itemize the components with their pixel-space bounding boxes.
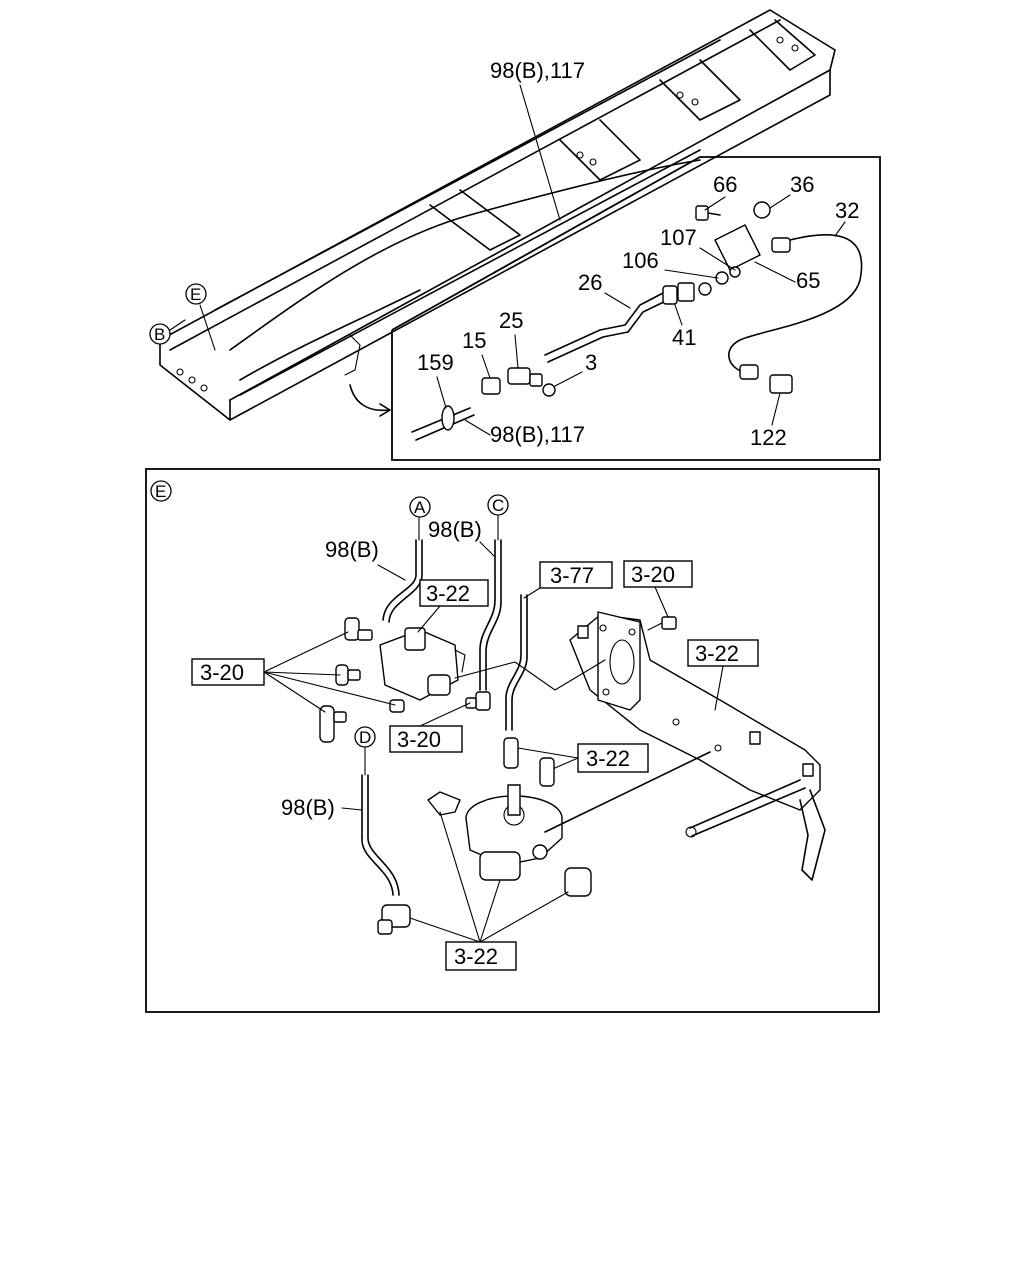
- callout-3-22-bracket: 3-22: [687, 639, 759, 711]
- svg-text:3-22: 3-22: [426, 581, 470, 606]
- svg-text:A: A: [414, 498, 426, 517]
- svg-text:3-22: 3-22: [695, 641, 739, 666]
- svg-text:E: E: [155, 482, 166, 501]
- grommet-159: [411, 405, 475, 441]
- inset-detail: 66 36 32 107 106 65 26 25 41 15 159 3 98…: [391, 156, 881, 461]
- marker-d: D: [354, 726, 400, 896]
- label-3: 3: [585, 350, 597, 375]
- hose-label-d: 98(B): [281, 795, 363, 820]
- fittings-upper: [319, 617, 491, 743]
- svg-text:98(B): 98(B): [281, 795, 335, 820]
- marker-c: C: [479, 494, 509, 691]
- hose-3-77: [505, 594, 528, 731]
- callout-3-22-fittings: 3-22: [517, 743, 649, 773]
- label-32: 32: [835, 198, 859, 223]
- label-41: 41: [672, 325, 696, 350]
- coupler-15: [481, 377, 501, 395]
- bolt-top: [647, 616, 677, 631]
- label-36: 36: [790, 172, 814, 197]
- svg-text:98(B): 98(B): [428, 517, 482, 542]
- svg-text:3-77: 3-77: [550, 563, 594, 588]
- callout-3-22-valve: 3-22: [417, 579, 489, 633]
- svg-text:3-20: 3-20: [631, 562, 675, 587]
- label-25: 25: [499, 308, 523, 333]
- svg-text:E: E: [190, 285, 201, 304]
- relay-valve-upper: [379, 627, 466, 701]
- svg-text:B: B: [154, 325, 165, 344]
- main-hose-callout: 98(B),117: [490, 58, 585, 221]
- callout-3-20-top: 3-20: [623, 560, 693, 618]
- fitting-41: [662, 282, 712, 305]
- svg-text:C: C: [492, 496, 504, 515]
- fitting-122: [739, 364, 793, 394]
- detail-e: E A C D: [145, 468, 880, 1013]
- hose-label-a: 98(B): [325, 537, 406, 581]
- svg-text:3-20: 3-20: [397, 727, 441, 752]
- nut-3: [542, 383, 556, 397]
- marker-e-top: E: [185, 283, 216, 351]
- label-107: 107: [660, 225, 697, 250]
- label-15: 15: [462, 328, 486, 353]
- label-26: 26: [578, 270, 602, 295]
- svg-text:3-20: 3-20: [200, 660, 244, 685]
- label-122: 122: [750, 425, 787, 450]
- nuts-106-107: [715, 266, 741, 285]
- fittings-lower: [377, 737, 592, 935]
- label-main-hose: 98(B),117: [490, 58, 585, 83]
- label-159: 159: [417, 350, 454, 375]
- svg-text:98(B): 98(B): [325, 537, 379, 562]
- svg-text:D: D: [359, 728, 371, 747]
- callout-3-20-mid: 3-20: [389, 702, 471, 753]
- svg-text:3-22: 3-22: [586, 746, 630, 771]
- relay-valve-lower: [465, 784, 563, 881]
- chassis-frame: [159, 9, 836, 421]
- callout-3-77: 3-77: [523, 561, 613, 599]
- label-106: 106: [622, 248, 659, 273]
- bracket-65: [714, 224, 791, 271]
- nut-36: [753, 201, 771, 219]
- tee-25: [507, 367, 543, 387]
- marker-e-detail: E: [150, 480, 172, 502]
- hose-label-c: 98(B): [428, 517, 495, 557]
- callout-3-20-left: 3-20: [191, 631, 396, 713]
- frame-holes: [176, 36, 799, 392]
- marker-b-top: B: [149, 319, 186, 345]
- marker-a: A: [382, 496, 431, 623]
- label-inset-hose: 98(B),117: [490, 422, 585, 447]
- label-66: 66: [713, 172, 737, 197]
- callout-3-22-bottom: 3-22: [409, 811, 569, 971]
- label-65: 65: [796, 268, 820, 293]
- svg-text:3-22: 3-22: [454, 944, 498, 969]
- mounting-bracket: [569, 611, 826, 881]
